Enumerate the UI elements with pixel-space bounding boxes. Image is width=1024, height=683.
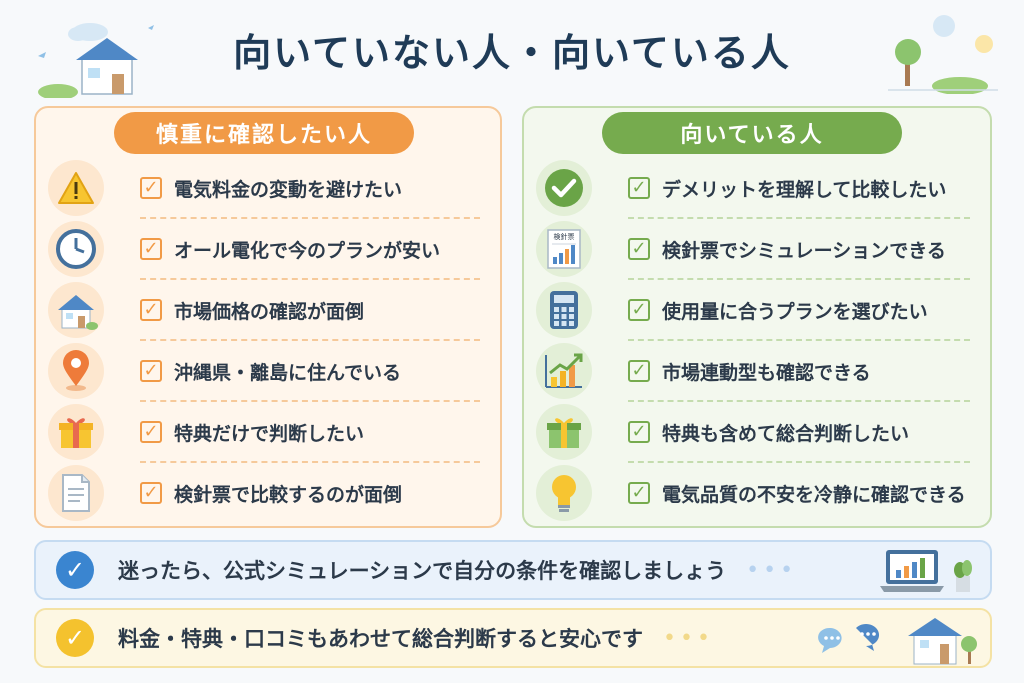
judgement-banner-text: 料金・特典・口コミもあわせて総合判断すると安心です [118,627,643,651]
list-item: 検針票 ✓ 検針票でシミュレーションできる [536,219,976,280]
warning-icon [48,160,104,216]
list-item-label: 検針票で比較するのが面倒 [174,483,403,506]
suitable-panel: 向いている人 ✓ デメリットを理解して比較したい 検針票 ✓ 検針票でシミュレー… [522,106,992,528]
document-icon [48,465,104,521]
meter-slip-icon: 検針票 [536,221,592,277]
list-item-label: 使用量に合うプランを選びたい [662,300,928,323]
house-icon [48,282,104,338]
list-item: ✓ 市場価格の確認が面倒 [48,280,486,341]
chat-bubbles-icon [818,624,880,653]
check-mark-icon: ✓ [628,238,650,260]
list-item-label: オール電化で今のプランが安い [174,239,441,262]
check-mark-icon: ✓ [628,299,650,321]
list-item: ✓ オール電化で今のプランが安い [48,219,486,280]
check-mark-icon: ✓ [628,360,650,382]
list-item: ✓ 市場連動型も確認できる [536,341,976,402]
list-item-label: 特典だけで判断したい [174,422,365,445]
list-item: ✓ 電気品質の不安を冷静に確認できる [536,463,976,523]
list-item-label: 電気品質の不安を冷静に確認できる [662,483,966,506]
check-mark-icon: ✓ [140,360,162,382]
list-item: ✓ 検針票で比較するのが面倒 [48,463,486,523]
check-mark-icon: ✓ [140,177,162,199]
calculator-icon [536,282,592,338]
unsuitable-panel: 慎重に確認したい人 ✓ 電気料金の変動を避けたい ✓ オール電化で今のプランが安… [34,106,502,528]
check-mark-icon: ✓ [628,421,650,443]
simulation-banner: ✓ 迷ったら、公式シミュレーションで自分の条件を確認しましょう ••• [34,540,992,600]
list-item-label: 市場価格の確認が面倒 [174,300,365,323]
list-item-label: 検針票でシミュレーションできる [662,239,946,262]
check-mark-icon: ✓ [628,177,650,199]
dots-decoration: ••• [746,557,798,583]
check-circle-icon [536,160,592,216]
house-icon [908,618,977,665]
list-item: ✓ 沖縄県・離島に住んでいる [48,341,486,402]
laptop-chart-icon [880,550,972,592]
page-title: 向いていない人・向いている人 [233,31,791,75]
unsuitable-heading: 慎重に確認したい人 [114,112,414,154]
check-mark-icon: ✓ [628,482,650,504]
list-item: ✓ デメリットを理解して比較したい [536,158,976,219]
lightbulb-icon [536,465,592,521]
list-item-label: 市場連動型も確認できる [662,361,871,384]
check-mark-icon: ✓ [140,238,162,260]
judgement-banner: ✓ 料金・特典・口コミもあわせて総合判断すると安心です ••• [34,608,992,668]
house-scene-illustration [38,23,154,98]
meter-slip-label: 検針票 [554,232,575,241]
gift-icon [48,404,104,460]
tree-scene-illustration [888,15,998,94]
check-circle-icon: ✓ [56,551,94,589]
check-mark-icon: ✓ [140,482,162,504]
dots-decoration: ••• [663,625,714,651]
location-pin-icon [48,343,104,399]
list-item: ✓ 特典だけで判断したい [48,402,486,463]
clock-icon [48,221,104,277]
check-circle-icon: ✓ [56,619,94,657]
list-item-label: 特典も含めて総合判断したい [662,422,910,445]
list-item: ✓ 使用量に合うプランを選びたい [536,280,976,341]
suitable-heading: 向いている人 [602,112,902,154]
list-item-label: 沖縄県・離島に住んでいる [174,361,402,384]
gift-icon [536,404,592,460]
list-item: ✓ 特典も含めて総合判断したい [536,402,976,463]
growth-chart-icon [536,343,592,399]
check-mark-icon: ✓ [140,421,162,443]
list-item: ✓ 電気料金の変動を避けたい [48,158,486,219]
simulation-banner-text: 迷ったら、公式シミュレーションで自分の条件を確認しましょう [118,559,727,583]
check-mark-icon: ✓ [140,299,162,321]
list-item-label: デメリットを理解して比較したい [662,178,947,201]
list-item-label: 電気料金の変動を避けたい [174,178,403,201]
